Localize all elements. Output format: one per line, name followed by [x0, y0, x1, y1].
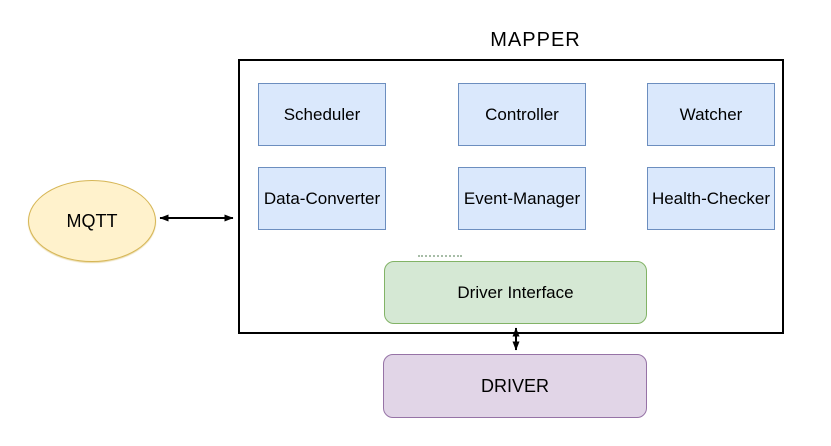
mapper-title: MAPPER — [490, 29, 581, 51]
mqtt-node: MQTT — [28, 180, 156, 262]
component-event-manager: Event-Manager — [458, 167, 586, 230]
component-controller: Controller — [458, 83, 586, 146]
component-data-converter: Data-Converter — [258, 167, 386, 230]
component-health-checker: Health-Checker — [647, 167, 775, 230]
driver-node: DRIVER — [383, 354, 647, 418]
mqtt-label: MQTT — [66, 210, 118, 231]
component-scheduler: Scheduler — [258, 83, 386, 146]
dotted-line-artifact — [418, 255, 462, 257]
driver-interface-node: Driver Interface — [384, 261, 647, 324]
component-watcher: Watcher — [647, 83, 775, 146]
